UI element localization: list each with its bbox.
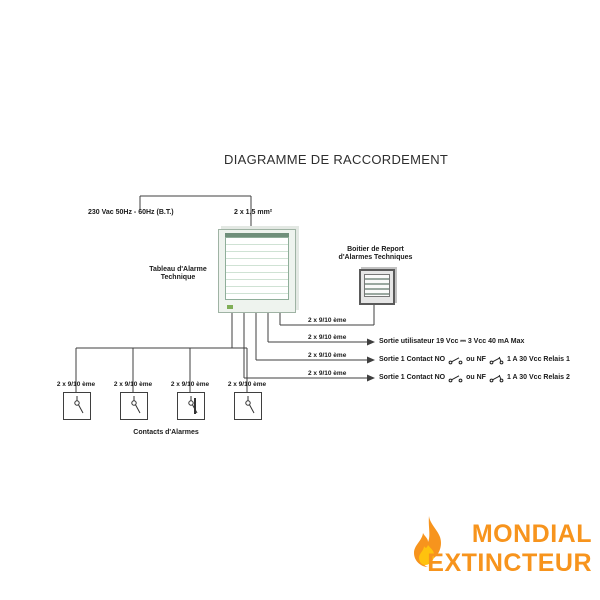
relay1-output-label: Sortie 1 Contact NO ou NF 1 A 30 Vcc Rel… (379, 355, 570, 365)
diagram-title: DIAGRAMME DE RACCORDEMENT (224, 152, 449, 167)
alarm-contacts-caption: Contacts d'Alarmes (133, 429, 199, 436)
contact-symbol-icon (188, 396, 198, 414)
alarm-panel-label-rows (225, 237, 289, 300)
relay2-label-mid: ou NF (466, 373, 486, 381)
user-output-label: Sortie utilisateur 19 Vcc ⎓ 3 Vcc 40 mA … (379, 338, 525, 345)
report-box-device (359, 269, 395, 305)
relay2-label-post: 1 A 30 Vcc Relais 2 (506, 373, 570, 381)
report-box-screen (364, 274, 390, 297)
wire-label-user-output: 2 x 9/10 ème (308, 334, 347, 341)
alarm-contact-box-1 (63, 392, 91, 420)
brand-name-line2: EXTINCTEUR (427, 549, 592, 577)
contact3-wire-label: 2 x 9/10 ème (170, 381, 210, 388)
report-box-label: Boitier de Report d'Alarmes Techniques (328, 246, 423, 263)
contact1-wire-label: 2 x 9/10 ème (56, 381, 96, 388)
brand-name-line1: MONDIAL (471, 520, 592, 548)
power-cable-label: 2 x 1,5 mm² (234, 209, 273, 216)
nf-contact-icon (489, 356, 504, 364)
alarm-panel-header-strip (225, 233, 289, 237)
relay2-output-label: Sortie 1 Contact NO ou NF 1 A 30 Vcc Rel… (379, 373, 570, 383)
contact-symbol-icon (245, 396, 255, 414)
alarm-contact-box-3 (177, 392, 205, 420)
contact-symbol-icon (74, 396, 84, 414)
alarm-contact-box-4 (234, 392, 262, 420)
contact2-wire-label: 2 x 9/10 ème (113, 381, 153, 388)
alarm-contact-box-2 (120, 392, 148, 420)
alarm-panel-label-line1: Tableau d'Alarme (149, 266, 207, 273)
alarm-panel-device (218, 229, 296, 313)
alarm-panel-led (227, 305, 233, 309)
report-box-label-line1: Boitier de Report (347, 246, 404, 253)
alarm-panel-label-line2: Technique (160, 274, 196, 282)
wire-label-relay1: 2 x 9/10 ème (308, 352, 347, 359)
wire-label-relay2: 2 x 9/10 ème (308, 370, 347, 377)
alarm-panel-label: Tableau d'Alarme Technique (140, 266, 216, 283)
contact4-wire-label: 2 x 9/10 ème (227, 381, 267, 388)
mains-voltage-label: 230 Vac 50Hz - 60Hz (B.T.) (88, 209, 174, 216)
contact-symbol-icon (131, 396, 141, 414)
no-contact-icon (448, 356, 463, 364)
nf-contact-icon (489, 374, 504, 382)
relay1-label-pre: Sortie 1 Contact NO (379, 355, 446, 363)
report-box-label-line2: d'Alarmes Techniques (338, 254, 413, 262)
relay1-label-mid: ou NF (466, 355, 486, 363)
brand-logo-text: MONDIAL EXTINCTEUR (392, 520, 592, 578)
flame-logo-icon (414, 516, 441, 567)
relay2-label-pre: Sortie 1 Contact NO (379, 373, 446, 381)
relay1-label-post: 1 A 30 Vcc Relais 1 (506, 355, 570, 363)
no-contact-icon (448, 374, 463, 382)
wire-label-report: 2 x 9/10 ème (308, 317, 347, 324)
